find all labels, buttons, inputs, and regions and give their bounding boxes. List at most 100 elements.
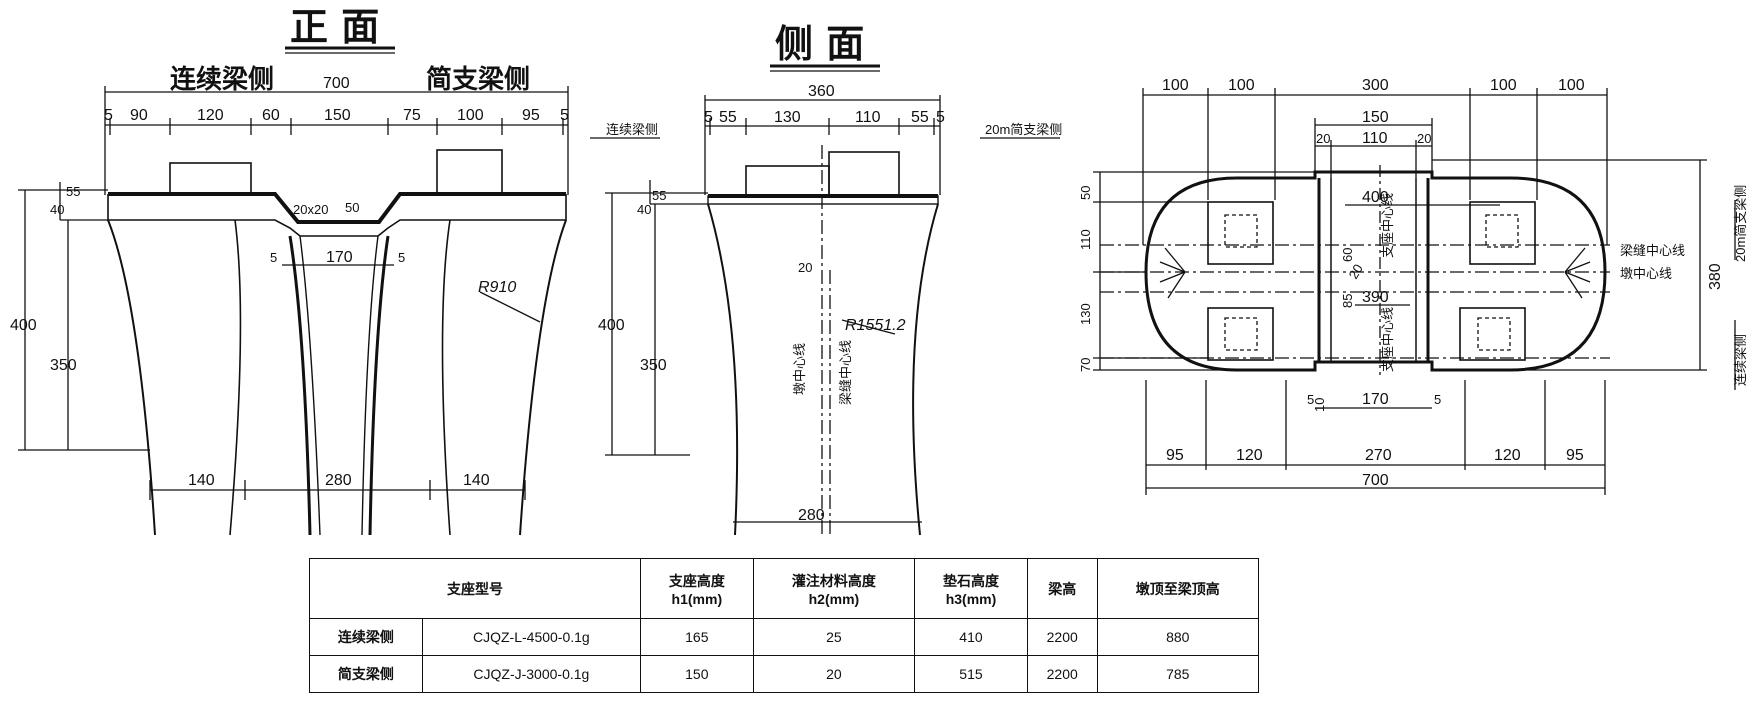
- header-model: 支座型号: [309, 557, 641, 620]
- row-h1: 165: [639, 618, 754, 657]
- front-bottom-seg-2: 140: [463, 472, 490, 489]
- plan-left-height-2: 130: [1078, 303, 1093, 325]
- side-overall-width: 360: [808, 83, 835, 100]
- side-body-height: 350: [640, 357, 667, 374]
- plan-left-height-3: 70: [1078, 358, 1093, 372]
- front-top-seg-4: 150: [324, 107, 351, 124]
- side-radius-label: R1551.2: [845, 317, 906, 334]
- side-view-title: 侧 面: [775, 21, 864, 66]
- plan-bottom-small-3: 5: [1434, 392, 1441, 407]
- plan-inner-390: 390: [1362, 289, 1389, 306]
- row-top: 785: [1096, 655, 1260, 693]
- front-view: [18, 46, 569, 536]
- front-top-seg-6: 100: [457, 107, 484, 124]
- plan-inner-width: 150: [1362, 109, 1389, 126]
- plan-right-label-bottom: 连续梁侧: [1733, 334, 1748, 386]
- front-left-side-label: 连续梁侧: [170, 64, 274, 95]
- header-h2-label: 灌注材料高度: [791, 572, 876, 589]
- plan-top-seg-0: 100: [1162, 77, 1189, 94]
- plan-inner-seg-0: 20: [1316, 131, 1330, 146]
- side-view: [590, 64, 1060, 536]
- side-top-seg-3: 110: [855, 109, 881, 126]
- side-total-height: 400: [598, 317, 625, 334]
- side-pier-centerline: 墩中心线: [792, 343, 807, 395]
- front-height-small-a: 55: [66, 184, 80, 199]
- row-beam: 2200: [1026, 655, 1098, 693]
- front-top-seg-7: 95: [522, 107, 540, 124]
- header-h1-unit: h1(mm): [671, 590, 723, 607]
- side-top-seg-5: 5: [936, 109, 945, 126]
- plan-bottom-small-1: 10: [1312, 398, 1327, 412]
- plan-bottom-seg-1: 120: [1236, 447, 1263, 464]
- front-bottom-seg-1: 280: [325, 472, 352, 489]
- header-top: 墩顶至梁顶高: [1096, 557, 1260, 620]
- side-height-small-a: 55: [652, 188, 666, 203]
- plan-view: [1093, 88, 1736, 495]
- row-h3: 515: [914, 655, 1028, 693]
- plan-overall-width: 700: [1362, 472, 1389, 489]
- side-right-side-label: 20m简支梁侧: [985, 122, 1062, 137]
- table-row: 简支梁侧 CJQZ-J-3000-0.1g 150 20 515 2200 78…: [309, 655, 1260, 693]
- front-total-height: 400: [10, 317, 37, 334]
- row-side: 连续梁侧: [309, 618, 423, 657]
- plan-top-seg-1: 100: [1228, 77, 1255, 94]
- plan-bottom-seg-2: 270: [1365, 447, 1392, 464]
- front-radius-label: R910: [478, 279, 516, 296]
- front-groove-side-right: 5: [398, 250, 405, 265]
- front-top-seg-3: 60: [262, 107, 280, 124]
- table-row: 连续梁侧 CJQZ-L-4500-0.1g 165 25 410 2200 88…: [309, 618, 1260, 657]
- plan-inner-60: 60: [1340, 248, 1355, 262]
- plan-overall-height: 380: [1707, 263, 1724, 290]
- row-h3: 410: [914, 618, 1028, 657]
- header-h1-label: 支座高度: [668, 572, 725, 589]
- side-joint-centerline: 梁缝中心线: [838, 340, 853, 405]
- front-body-height: 350: [50, 357, 77, 374]
- front-bottom-seg-0: 140: [188, 472, 215, 489]
- front-top-seg-1: 90: [130, 107, 148, 124]
- front-view-title: 正 面: [290, 4, 379, 49]
- plan-bottom-small-0: 5: [1307, 392, 1314, 407]
- plan-inner-85: 85: [1340, 294, 1355, 308]
- row-beam: 2200: [1026, 618, 1098, 657]
- plan-joint-centerline: 梁缝中心线: [1620, 243, 1685, 258]
- plan-inner-400: 400: [1362, 189, 1389, 206]
- front-right-side-label: 简支梁侧: [426, 64, 530, 95]
- plan-left-height-0: 50: [1078, 186, 1093, 200]
- plan-bottom-seg-0: 95: [1166, 447, 1184, 464]
- side-offset-label: 20: [798, 260, 812, 275]
- front-top-seg-5: 75: [403, 107, 421, 124]
- plan-top-seg-2: 300: [1362, 77, 1389, 94]
- side-height-small-b: 40: [637, 202, 651, 217]
- plan-bottom-small-2: 170: [1362, 391, 1389, 408]
- front-groove-label: 20x20: [293, 202, 328, 217]
- front-top-seg-2: 120: [197, 107, 224, 124]
- row-h2: 20: [752, 655, 916, 693]
- header-h2-unit: h2(mm): [808, 590, 860, 607]
- plan-inner-seg-2: 20: [1417, 131, 1431, 146]
- plan-right-label-top: 20m简支梁侧: [1733, 185, 1748, 262]
- header-beam: 梁高: [1026, 557, 1098, 620]
- row-h1: 150: [639, 655, 754, 693]
- plan-pier-centerline: 墩中心线: [1620, 266, 1672, 281]
- plan-inner-20: 20: [1346, 261, 1366, 281]
- row-h2: 25: [752, 618, 916, 657]
- side-bottom-width: 280: [798, 507, 825, 524]
- row-model: CJQZ-J-3000-0.1g: [421, 655, 641, 693]
- plan-top-seg-3: 100: [1490, 77, 1517, 94]
- plan-inner-seg-1: 110: [1362, 130, 1388, 147]
- side-top-seg-2: 130: [774, 109, 801, 126]
- plan-bearing-centerline-upper: 支座中心线: [1380, 193, 1395, 258]
- front-overall-width: 700: [323, 75, 350, 92]
- side-left-side-label: 连续梁侧: [606, 122, 658, 137]
- row-model: CJQZ-L-4500-0.1g: [421, 618, 641, 657]
- header-h3-label: 垫石高度: [942, 572, 999, 589]
- plan-bottom-seg-3: 120: [1494, 447, 1521, 464]
- side-top-seg-0: 5: [704, 109, 713, 126]
- front-groove-width: 170: [326, 249, 353, 266]
